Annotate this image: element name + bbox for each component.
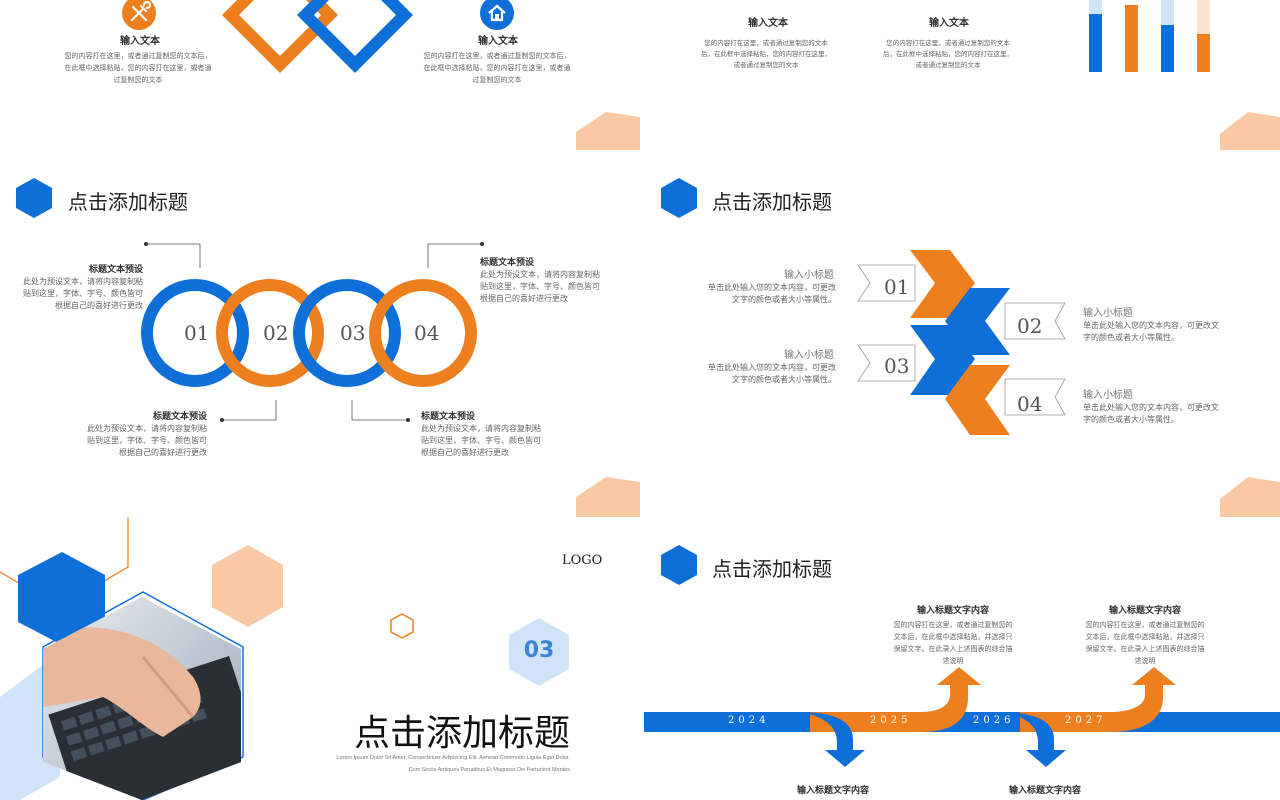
callout-connectors xyxy=(144,242,484,422)
linked-diamonds xyxy=(222,0,413,73)
year-2024: 2024 xyxy=(728,715,770,726)
slide-2[interactable]: 输入文本 您的内容打在这里，或者通过复制您的文本后，在此框中选择粘贴，您的内容打… xyxy=(640,0,1280,150)
bar-1 xyxy=(1089,14,1102,72)
page-title: 点击添加标题 xyxy=(712,557,832,581)
rings-chain xyxy=(141,279,477,387)
slide-5[interactable]: LOGO 03 点击添加标题 Lorem Ipsum Dolor Sit Ame… xyxy=(0,517,640,800)
top-item-1-body: 您的内容打在这里，或者通过复制您的文本后，在此框中选择粘贴，并选择只保留文字。在… xyxy=(893,621,1013,665)
item-4-body: 单击此处输入您的文本内容，可更改文字的颜色或者大小等属性。 xyxy=(1083,403,1219,424)
slide-1[interactable]: 输入文本 您的内容打在这里，或者通过复制您的文本后，在此框中选择粘贴，您的内容打… xyxy=(0,0,640,150)
cover-subtitle-line1: Lorem Ipsum Dolor Sit Amet, Consectetuer… xyxy=(336,755,570,761)
title-hexagon-icon xyxy=(661,178,697,218)
s1-right-title: 输入文本 xyxy=(478,36,518,47)
s2-col2-body: 您的内容打在这里，或者通过复制您的文本后，在此框中选择粘贴，您的内容打在这里，或… xyxy=(883,39,1013,69)
small-orange-hexagon-icon xyxy=(390,613,414,639)
title-hexagon-icon xyxy=(661,545,697,585)
cover-subtitle-line2: Cum Sociis Antiques Penatibus Et Magness… xyxy=(408,767,570,773)
slide-4[interactable]: 点击添加标题 01 02 03 04 输入小标题 单击此处输入您的文本内容，可更… xyxy=(640,150,1280,517)
s2-col1-body: 您的内容打在这里，或者通过复制您的文本后，在此框中选择粘贴，您的内容打在这里，或… xyxy=(701,39,831,69)
bar-2 xyxy=(1125,5,1138,72)
peach-hexagon-corner xyxy=(1220,112,1280,150)
item-3-title: 输入小标题 xyxy=(784,350,834,361)
callout-1-title: 标题文本预设 xyxy=(88,265,143,275)
page-title: 点击添加标题 xyxy=(68,190,188,214)
year-2027: 2027 xyxy=(1065,715,1107,726)
step-number-2: 02 xyxy=(1017,314,1043,338)
top-item-2-body: 您的内容打在这里，或者通过复制您的文本后，在此框中选择粘贴，并选择只保留文字。在… xyxy=(1085,621,1205,665)
s1-left-body: 您的内容打在这里，或者通过复制您的文本后，在此框中选择粘贴，您的内容打在这里，或… xyxy=(64,52,212,84)
item-2-title: 输入小标题 xyxy=(1083,308,1133,319)
ring-number-3: 03 xyxy=(340,321,366,345)
item-4-title: 输入小标题 xyxy=(1083,390,1133,401)
bottom-item-1-title: 输入标题文字内容 xyxy=(796,786,869,796)
item-3-body: 单击此处输入您的文本内容，可更改文字的颜色或者大小等属性。 xyxy=(708,363,836,384)
year-2025: 2025 xyxy=(870,715,912,726)
callout-3-title: 标题文本预设 xyxy=(152,412,207,422)
keyboard-photo xyxy=(43,597,241,800)
ring-number-2: 02 xyxy=(263,321,289,345)
top-item-2-title: 输入标题文字内容 xyxy=(1108,606,1181,616)
bottom-item-2-title: 输入标题文字内容 xyxy=(1008,786,1081,796)
callout-4-body: 此处为预设文本，请将内容复制粘贴到这里，字体、字号、颜色皆可根据自己的喜好进行更… xyxy=(421,424,541,457)
s2-col1-title: 输入文本 xyxy=(748,18,788,29)
item-1-body: 单击此处输入您的文本内容，可更改文字的颜色或者大小等属性。 xyxy=(708,283,836,304)
section-number-hexagon xyxy=(509,618,569,686)
page-title: 点击添加标题 xyxy=(712,190,832,214)
slide-3[interactable]: 点击添加标题 01 02 03 04 标题文本预设 此处为预设文本，请将内容复制… xyxy=(0,150,640,517)
peach-hexagon-corner xyxy=(576,477,640,517)
year-2026: 2026 xyxy=(973,715,1015,726)
ring-number-4: 04 xyxy=(414,321,440,345)
step-number-4: 04 xyxy=(1017,392,1043,416)
ring-number-1: 01 xyxy=(184,321,210,345)
peach-hexagon-corner xyxy=(1220,477,1280,517)
s1-left-title: 输入文本 xyxy=(120,36,160,47)
chevron-diagram xyxy=(857,250,1066,435)
cover-title: 点击添加标题 xyxy=(353,713,570,754)
bar-4 xyxy=(1197,34,1210,72)
callout-2-title: 标题文本预设 xyxy=(480,258,535,268)
title-hexagon-icon xyxy=(16,178,52,218)
item-1-title: 输入小标题 xyxy=(784,270,834,281)
wrench-icon xyxy=(122,0,156,30)
home-icon xyxy=(480,0,514,30)
section-number: 03 xyxy=(523,638,555,663)
callout-4-title: 标题文本预设 xyxy=(421,412,476,422)
callout-1-body: 此处为预设文本，请将内容复制粘贴到这里，字体、字号、颜色皆可根据自己的喜好进行更… xyxy=(23,277,143,310)
top-item-1-title: 输入标题文字内容 xyxy=(916,606,989,616)
item-2-body: 单击此处输入您的文本内容，可更改文字的颜色或者大小等属性。 xyxy=(1083,321,1219,342)
step-number-1: 01 xyxy=(884,275,910,299)
step-number-3: 03 xyxy=(884,354,910,378)
s1-right-body: 您的内容打在这里，或者通过复制您的文本后，在此框中选择粘贴，您的内容打在这里，或… xyxy=(423,52,571,84)
timeline-arrows xyxy=(644,667,1280,767)
logo-text: LOGO xyxy=(562,553,603,568)
bar-3 xyxy=(1161,25,1174,72)
peach-hexagon-corner xyxy=(576,112,640,150)
callout-3-body: 此处为预设文本，请将内容复制粘贴到这里，字体、字号、颜色皆可根据自己的喜好进行更… xyxy=(87,424,207,457)
callout-2-body: 此处为预设文本，请将内容复制粘贴到这里，字体、字号、颜色皆可根据自己的喜好进行更… xyxy=(480,270,600,303)
slide-6[interactable]: 点击添加标题 2024 2025 2026 2027 输入标题文字内容 您的内容… xyxy=(640,517,1280,800)
s2-col2-title: 输入文本 xyxy=(929,18,969,29)
